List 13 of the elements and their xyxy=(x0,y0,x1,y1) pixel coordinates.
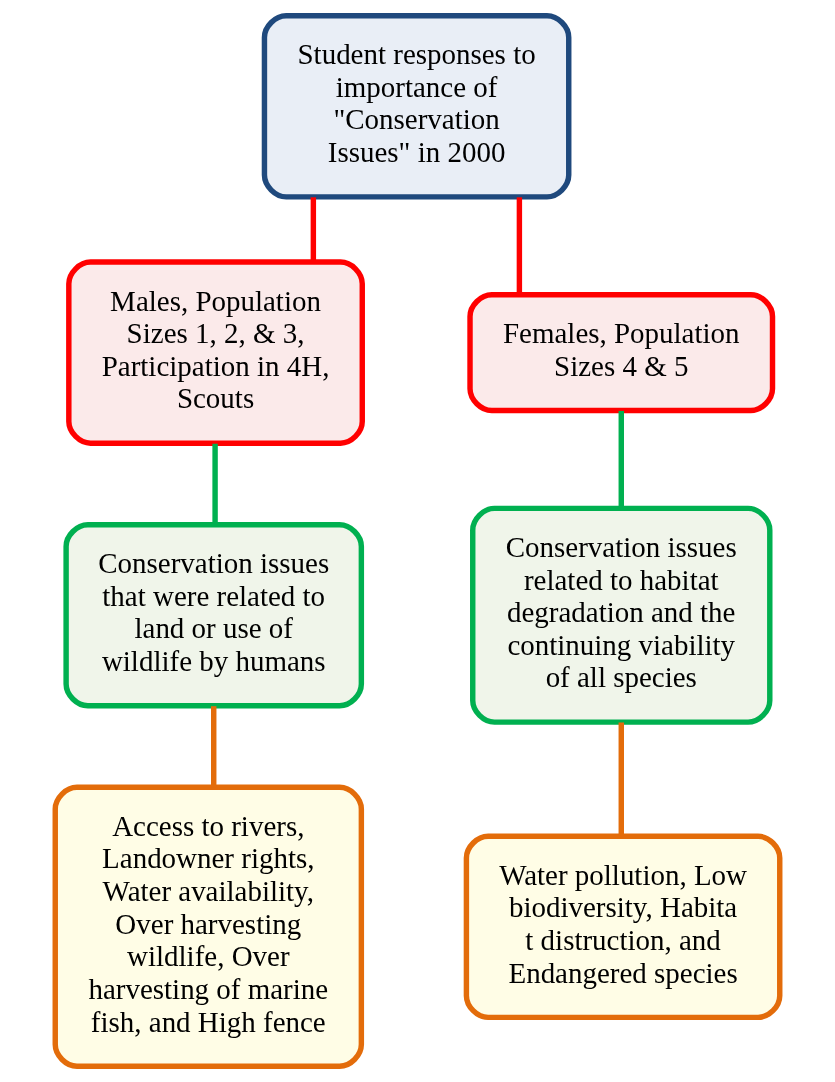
connector xyxy=(211,706,217,788)
connector xyxy=(212,443,218,525)
node-box: Females, Population Sizes 4 & 5 xyxy=(467,291,776,414)
connector xyxy=(310,197,317,262)
node-box: Access to rivers, Landowner rights, Water availability, Over harvesting wildlife, Over harvesting of marine fish, and High fence xyxy=(52,784,365,1069)
connector xyxy=(618,722,624,836)
node-box: Males, Population Sizes 1, 2, & 3, Participation in 4H, Scouts xyxy=(66,259,365,446)
node-box: Student responses to importance of "Conservation Issues" in 2000 xyxy=(261,13,572,200)
node-box: Conservation issues that were related to land or use of wildlife by humans xyxy=(63,522,365,709)
node-box: Conservation issues related to habitat degradation and the continuing viability of all species xyxy=(470,505,773,725)
node-box: Water pollution, Low biodiversity, Habita t distruction, and Endangered species xyxy=(463,833,783,1021)
connector xyxy=(516,197,523,295)
connector xyxy=(618,410,624,508)
